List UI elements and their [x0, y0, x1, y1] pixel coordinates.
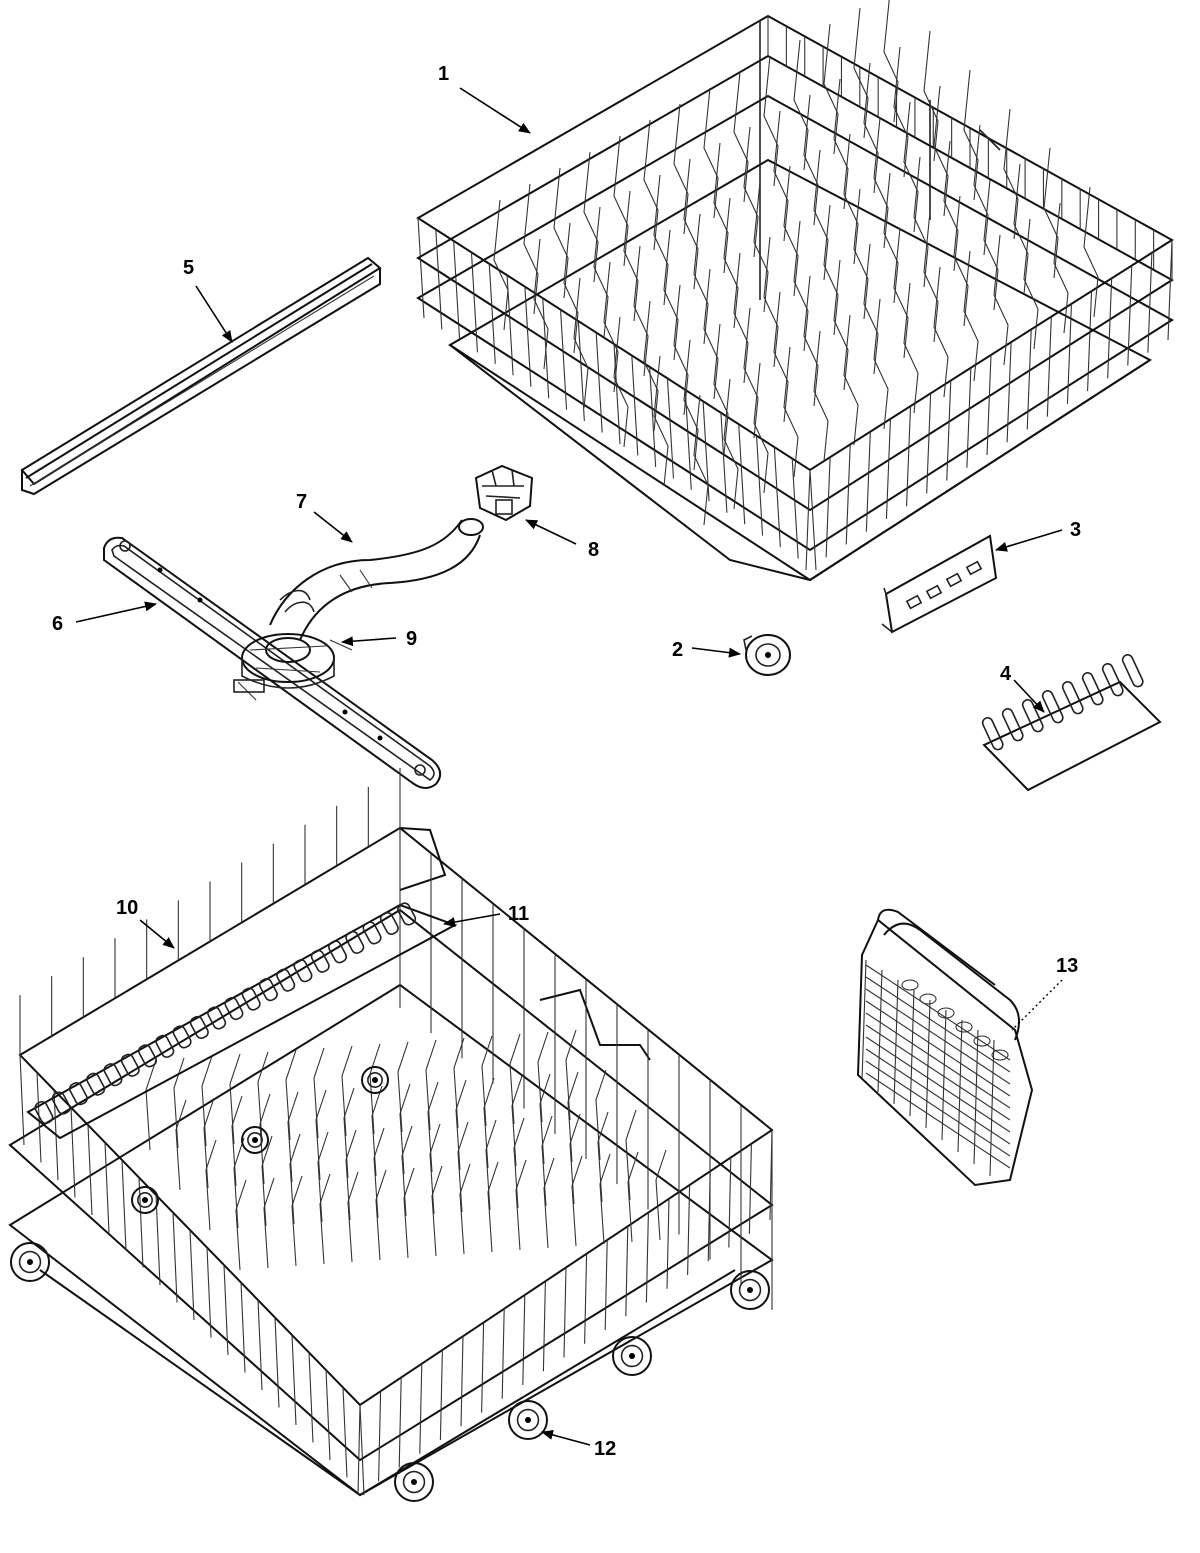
lower-rack-wheels: [10, 1066, 770, 1502]
rack-wheel: [612, 1336, 652, 1376]
leader-lines: [75, 87, 1063, 1446]
callout-6: 6: [52, 613, 63, 635]
leader-13: [1011, 979, 1063, 1031]
callout-8: 8: [588, 539, 599, 561]
leader-2: [691, 647, 741, 658]
tine-row: [981, 654, 1162, 792]
leader-9: [341, 636, 397, 647]
cup-shelf-tines: [26, 902, 458, 1140]
leader-3: [995, 529, 1063, 552]
leader-10: [139, 919, 175, 949]
rack-wheel: [361, 1066, 389, 1094]
callout-2: 2: [672, 639, 683, 661]
rack-wheel: [241, 1126, 269, 1154]
leader-1: [459, 87, 531, 134]
rack-wheel: [10, 1242, 50, 1282]
silverware-basket: [856, 908, 1034, 1187]
callout-labels: 1 2 3 4 5 6 7 8 9 10 11 12 13: [52, 63, 1081, 1460]
rack-wheel: [508, 1400, 548, 1440]
wheel: [743, 634, 791, 676]
supply-tube: [269, 518, 484, 641]
rail: [20, 256, 382, 496]
spray-arm: [103, 536, 442, 789]
leader-7: [313, 511, 353, 543]
lower-rack: [8, 768, 774, 1497]
leader-11: [443, 913, 501, 927]
leader-4: [1013, 679, 1045, 713]
leader-5: [195, 285, 233, 343]
callout-13: 13: [1056, 955, 1078, 977]
upper-rack: [416, 0, 1174, 582]
leader-8: [525, 519, 577, 545]
leader-6: [75, 601, 157, 623]
rack-wheel: [131, 1186, 159, 1214]
callout-3: 3: [1070, 519, 1081, 541]
callout-1: 1: [438, 63, 449, 85]
callout-4: 4: [1000, 663, 1012, 685]
callout-11: 11: [508, 903, 529, 925]
bracket: [881, 534, 998, 634]
callout-9: 9: [406, 628, 417, 650]
rack-wheel: [730, 1270, 770, 1310]
leader-12: [541, 1430, 591, 1446]
spray-arm-hub: [233, 633, 353, 701]
clip: [474, 464, 534, 522]
callout-10: 10: [116, 897, 138, 919]
rack-wheel: [394, 1462, 434, 1502]
callout-5: 5: [183, 257, 194, 279]
callout-7: 7: [296, 491, 307, 513]
callout-12: 12: [594, 1438, 616, 1460]
